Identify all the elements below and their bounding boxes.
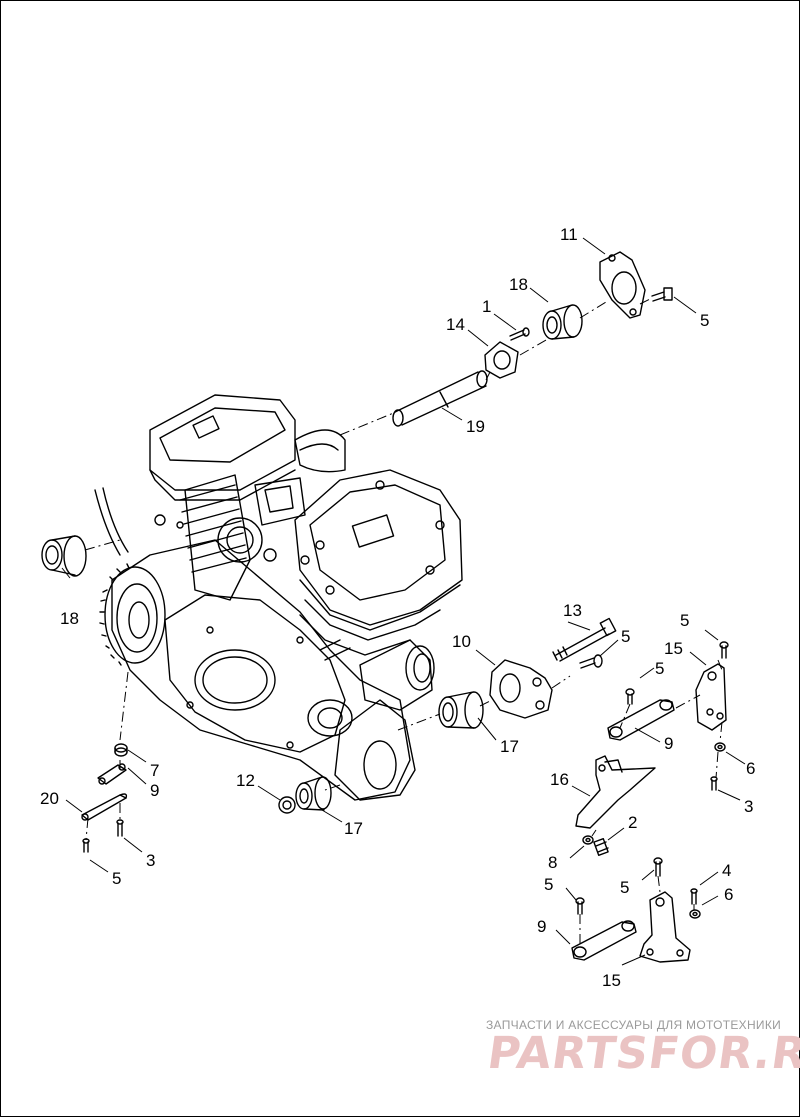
part-5-screw-right-upper (719, 641, 729, 659)
callout-15-lower: 15 (602, 971, 621, 990)
callout-7: 7 (150, 761, 159, 780)
part-7-washer-left (114, 743, 128, 757)
callout-9-right-lower: 9 (537, 917, 546, 936)
part-14-flange-plate (484, 341, 519, 379)
part-6-washer-lower (689, 909, 701, 919)
part-5-screw-top (651, 287, 673, 302)
callout-13: 13 (563, 601, 582, 620)
callout-5-left: 5 (112, 869, 121, 888)
callout-10: 10 (452, 632, 471, 651)
part-4-screw (690, 888, 698, 905)
callout-5-lower-mid: 5 (620, 878, 629, 897)
part-9-link-right-upper (607, 699, 675, 741)
callout-5-right-mid: 5 (655, 659, 664, 678)
part-9-link-right-lower (571, 920, 637, 961)
callout-18-left: 18 (60, 609, 79, 628)
callout-19: 19 (466, 417, 485, 436)
callout-5-mid: 5 (621, 627, 630, 646)
part-17-bushing-right (438, 691, 484, 729)
part-9-link-left (97, 763, 127, 785)
part-1-screw (509, 327, 530, 341)
callout-5-top: 5 (700, 311, 709, 330)
part-13-bolt (552, 617, 617, 662)
part-12-nut (278, 796, 296, 814)
callout-5-right-top: 5 (680, 611, 689, 630)
engine-assembly (94, 394, 463, 801)
callout-3-right: 3 (744, 797, 753, 816)
part-18-seal-left (41, 535, 87, 577)
centerlines (84, 297, 723, 946)
callout-4: 4 (722, 861, 731, 880)
part-18-seal-upper (542, 304, 583, 340)
callout-12: 12 (236, 771, 255, 790)
part-10-mount-block (489, 659, 553, 719)
part-3-screw-left (116, 819, 124, 837)
part-15-bracket-lower (639, 891, 691, 963)
part-8-washer (582, 835, 594, 845)
part-5-screw-lower-a (653, 857, 663, 877)
leader-lines (61, 237, 746, 966)
callout-14: 14 (446, 315, 465, 334)
part-5-bolt-middle (579, 654, 603, 669)
callout-15-upper: 15 (664, 639, 683, 658)
part-17-bushing-lower (295, 776, 332, 811)
part-6-washer-right-upper (714, 742, 726, 752)
callout-6-upper: 6 (746, 759, 755, 778)
part-3-screw-right (710, 776, 718, 791)
callout-labels: 11 18 1 14 5 19 18 13 5 10 17 5 15 5 9 6… (40, 225, 755, 990)
callout-1: 1 (482, 297, 491, 316)
watermark-brand: PARTSFOR.RU (484, 1028, 800, 1079)
callout-17-right: 17 (500, 737, 519, 756)
callout-8: 8 (548, 853, 557, 872)
part-5-screw-right-mid (625, 688, 635, 705)
callout-11: 11 (560, 225, 578, 244)
callout-2: 2 (628, 813, 637, 832)
part-2-bolt (593, 838, 609, 856)
part-16-bracket (575, 755, 656, 829)
callout-6-lower: 6 (724, 885, 733, 904)
callout-9-left: 9 (150, 781, 159, 800)
watermark-caption: ЗАПЧАСТИ И АКСЕССУАРЫ ДЛЯ МОТОТЕХНИКИ (486, 1018, 782, 1032)
callout-5-lower-left: 5 (544, 875, 553, 894)
callout-3-left: 3 (146, 851, 155, 870)
callout-18-upper: 18 (509, 275, 528, 294)
part-5-screw-lower-b (575, 897, 585, 915)
callout-9-right-upper: 9 (664, 734, 673, 753)
part-15-bracket-upper (695, 663, 727, 731)
part-11-mount-plate (599, 251, 646, 319)
callout-17-lower: 17 (344, 819, 363, 838)
part-5-screw-left (82, 838, 90, 853)
callout-16: 16 (550, 770, 569, 789)
callout-20: 20 (40, 789, 59, 808)
part-20-strap (81, 793, 128, 821)
